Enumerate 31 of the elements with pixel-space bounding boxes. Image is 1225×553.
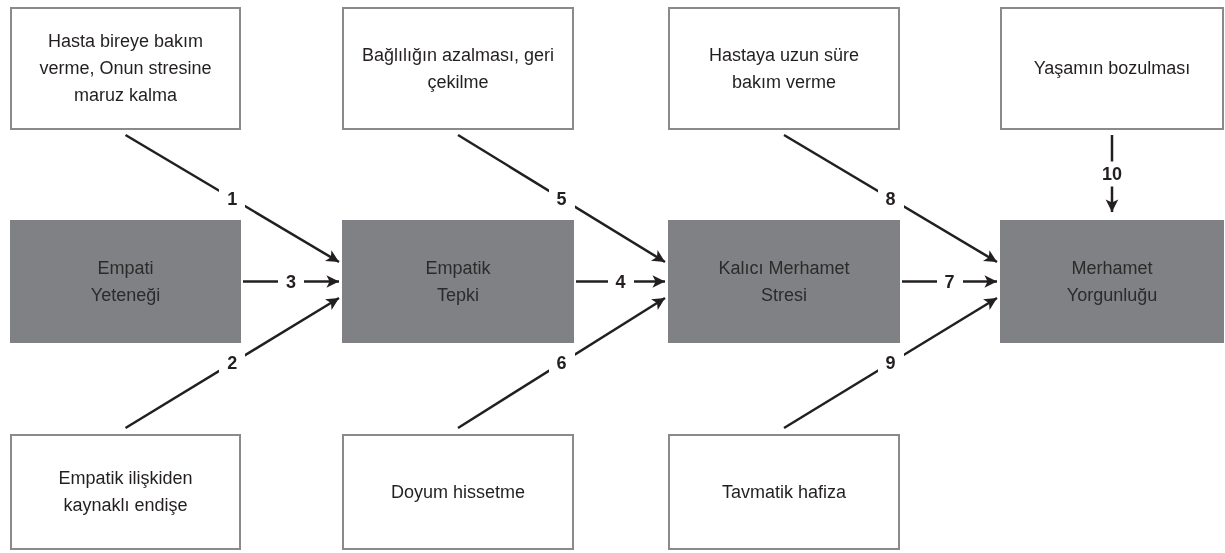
edge-label: 8 [877, 186, 904, 211]
factor-box [1000, 7, 1224, 130]
arrow [783, 133, 998, 264]
box-text: Empatik ilişkiden kaynaklı endişe [57, 467, 194, 517]
edge-label: 1 [219, 186, 246, 211]
edge-label: 6 [548, 350, 575, 376]
arrow [457, 133, 666, 264]
factor-box [10, 434, 241, 550]
stage-box [342, 220, 574, 343]
box-text: Hastaya uzun süre bakım verme [707, 43, 861, 94]
factor-box [668, 434, 900, 550]
arrow [124, 133, 340, 264]
box-text: Bağlılığın azalması, geri çekilme [360, 43, 556, 94]
box-text: Empatik Tepki [424, 256, 492, 307]
box-text: Kalıcı Merhamet Stresi [717, 256, 851, 307]
edge-label: 5 [548, 186, 575, 211]
factor-box [668, 7, 900, 130]
stage-box [668, 220, 900, 343]
box-text: Yaşamın bozulması [1033, 57, 1191, 80]
box-text: Empati Yeteneği [89, 256, 162, 307]
box-text: Doyum hissetme [390, 480, 525, 504]
stage-box [1000, 220, 1224, 343]
factor-box [342, 7, 574, 130]
box-text: Merhamet Yorgunluğu [1065, 256, 1159, 307]
box-text: Tavmatik hafiza [721, 480, 847, 504]
factor-box [342, 434, 574, 550]
box-text: Hasta bireye bakım verme, Onun stresine maruz kalma [38, 30, 213, 107]
edge-label: 2 [219, 350, 246, 376]
factor-box [10, 7, 241, 130]
stage-box [10, 220, 241, 343]
arrow [124, 296, 340, 430]
